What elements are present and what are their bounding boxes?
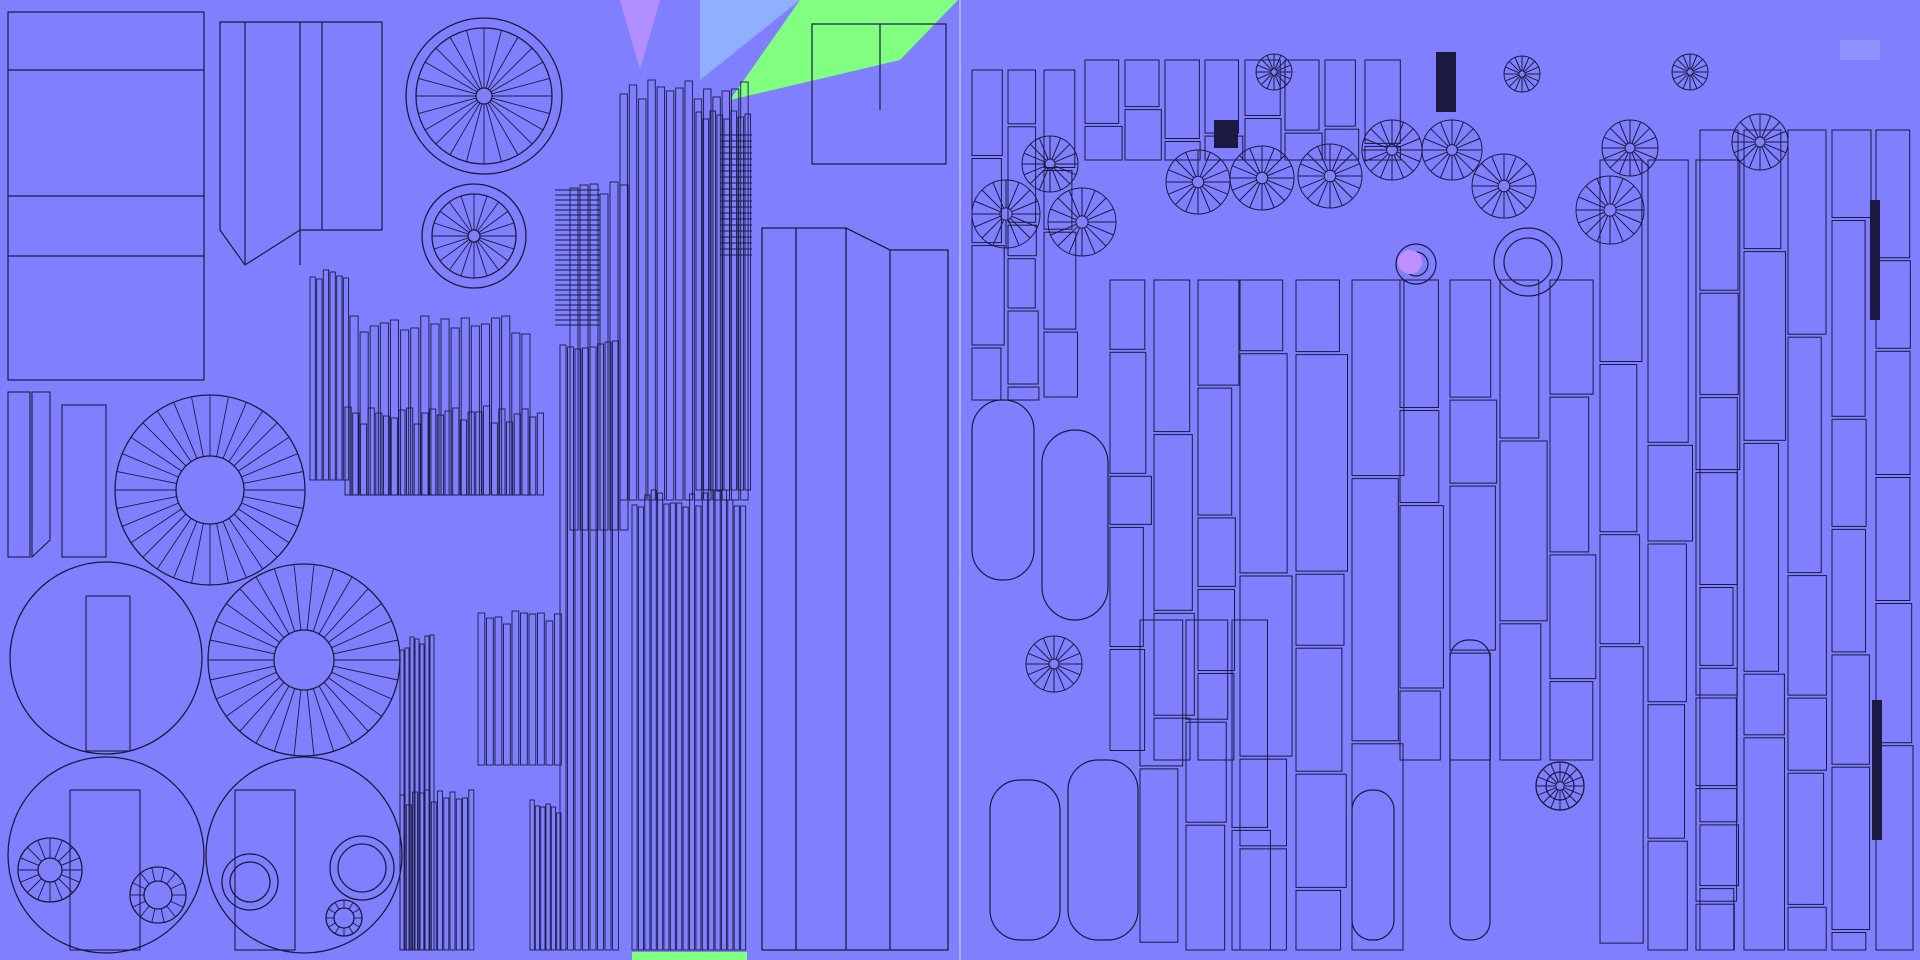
fan-wheel	[1255, 53, 1293, 91]
spoke-set	[326, 900, 362, 936]
fan-wheel	[1731, 113, 1789, 171]
fan-wheel	[971, 179, 1041, 249]
left-strips	[7, 391, 296, 951]
magenta-wedge	[620, 0, 660, 70]
column-group	[399, 789, 475, 951]
fan-wheel	[1671, 53, 1709, 91]
column-group	[477, 610, 562, 766]
spoke-set	[432, 194, 516, 278]
column-group	[344, 405, 544, 496]
right-atlas	[971, 40, 1914, 951]
column-group	[559, 340, 619, 951]
green-strip-bottom	[632, 952, 747, 960]
column-group	[569, 181, 629, 531]
fan-wheel	[1503, 55, 1541, 93]
column-clusters	[309, 79, 752, 951]
fan-wheel	[1297, 143, 1363, 209]
fan-wheel	[1229, 145, 1295, 211]
dark-blocks	[1214, 52, 1882, 840]
spoke-set	[18, 838, 82, 902]
green-wedge	[730, 0, 958, 100]
fan-wheel	[1421, 119, 1483, 181]
hatching	[555, 134, 752, 326]
tall-bevel-strip	[761, 227, 949, 951]
fan-wheel	[1047, 187, 1117, 257]
capsule-parts	[971, 227, 1585, 941]
fan-wheel	[1025, 635, 1083, 693]
panel-block	[7, 11, 205, 381]
spoke-set	[115, 395, 305, 585]
bevel-strip	[219, 21, 383, 266]
column-group	[529, 799, 562, 951]
window-frame	[811, 23, 947, 165]
fan-wheel	[1021, 135, 1079, 193]
fan-wheel	[1575, 175, 1645, 245]
fan-wheel	[1361, 119, 1423, 181]
fan-wheels	[971, 53, 1789, 811]
fan-wheel	[1601, 119, 1659, 177]
left-atlas	[7, 0, 958, 960]
column-group	[619, 79, 749, 501]
spoke-set	[208, 564, 400, 756]
wheel-spokes	[18, 28, 552, 936]
column-group	[631, 489, 747, 951]
sky-wedge	[700, 0, 800, 80]
column-group	[309, 269, 350, 481]
spoke-set	[130, 867, 186, 923]
violet-spots	[1398, 40, 1880, 274]
fan-wheel	[1471, 153, 1537, 219]
spoke-set	[416, 28, 552, 164]
column-group	[695, 110, 752, 491]
